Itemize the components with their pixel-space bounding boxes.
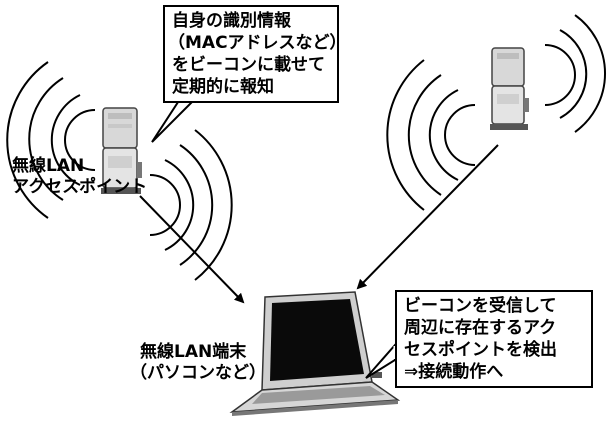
terminal-callout-line: ビーコンを受信して — [404, 296, 557, 316]
terminal-callout: ビーコンを受信して 周辺に存在するアク セスポイントを検出 ⇒接続動作へ — [395, 290, 593, 388]
terminal-callout-line: ⇒接続動作へ — [404, 362, 504, 382]
terminal-label-line: （パソコンなど） — [130, 363, 266, 383]
ap-callout-line: （MACアドレスなど） — [168, 33, 347, 53]
ap-callout-line: 定期的に報知 — [172, 77, 274, 97]
ap-callout: 自身の識別情報 （MACアドレスなど） をビーコンに載せて 定期的に報知 — [163, 5, 347, 103]
terminal-label-line: 無線LAN端末 — [140, 342, 247, 362]
arrow-icon — [139, 144, 499, 304]
access-point-label: 無線LAN アクセスポイント — [12, 156, 147, 198]
access-point-label-line: アクセスポイント — [12, 177, 148, 197]
access-point-label-line: 無線LAN — [12, 156, 85, 176]
terminal-callout-line: 周辺に存在するアク — [404, 318, 557, 338]
access-point-icon — [490, 47, 529, 130]
ap-callout-line: をビーコンに載せて — [172, 55, 325, 75]
ap-callout-line: 自身の識別情報 — [172, 11, 291, 31]
terminal-label: 無線LAN端末 （パソコンなど） — [130, 342, 266, 384]
radio-wave-icon — [386, 14, 607, 211]
access-point-icon — [101, 107, 142, 194]
terminal-callout-line: セスポイントを検出 — [404, 340, 557, 360]
laptop-icon — [229, 291, 401, 416]
